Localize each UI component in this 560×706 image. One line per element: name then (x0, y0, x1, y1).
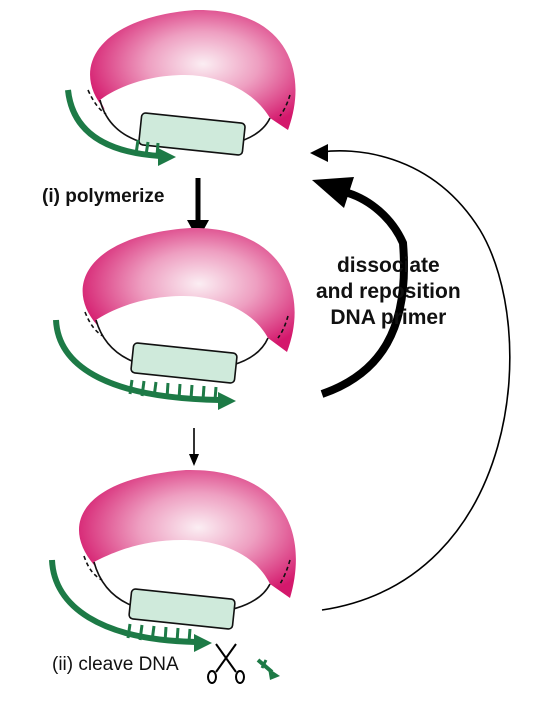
reposition-arrow (312, 177, 408, 398)
enzyme-complex-2 (53, 227, 295, 410)
enzyme-complex-3 (49, 469, 296, 652)
cleaved-dna-fragment (256, 658, 280, 680)
dna-primer-strand (49, 559, 197, 645)
enzyme-body (82, 227, 295, 352)
template-strand-block (138, 112, 246, 156)
polymerize-step-label: (i) polymerize (42, 186, 165, 207)
primer-arrowhead (218, 392, 236, 410)
template-strand-block (128, 588, 236, 630)
reposition-label-line1: dissociate (336, 254, 440, 277)
enzyme-body (90, 9, 296, 130)
enzyme-hidden-edge (84, 311, 289, 339)
base-pair-rungs (126, 623, 192, 643)
primer-arrowhead (158, 148, 176, 166)
reposition-label: dissociate and reposition DNA primer (316, 253, 461, 331)
reposition-label-line2: and reposition (316, 280, 461, 303)
reposition-label-line3: DNA primer (330, 306, 447, 329)
enzyme-complex-1 (65, 9, 296, 166)
base-pair-rungs (134, 139, 160, 157)
cleave-step-arrow (189, 428, 199, 466)
base-pair-rungs (128, 379, 218, 401)
template-strand-block (130, 342, 238, 384)
enzyme-body (78, 469, 296, 598)
scissors-icon (207, 643, 245, 684)
enzyme-hidden-edge (87, 89, 291, 117)
cleave-step-label: (ii) cleave DNA (52, 654, 179, 675)
enzyme-hidden-edge (83, 555, 291, 585)
primer-arrowhead (194, 634, 212, 652)
dna-primer-strand (65, 89, 161, 159)
return-loop-arrow (310, 144, 511, 611)
